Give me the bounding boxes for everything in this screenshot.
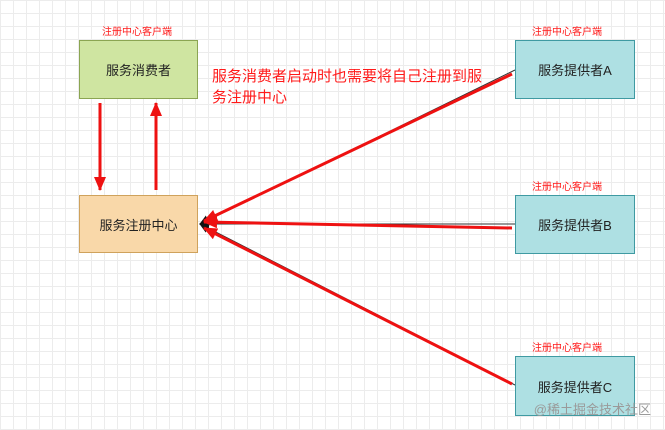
service-consumer-label: 服务消费者 bbox=[105, 63, 171, 78]
provider-c-label: 服务提供者C bbox=[537, 379, 613, 395]
provider-a-node[interactable]: 服务提供者A bbox=[515, 40, 635, 99]
provider-a-client-label: 注册中心客户端 bbox=[532, 27, 602, 38]
arrow-provider-c-to-registry bbox=[203, 226, 513, 386]
consumer-client-label: 注册中心客户端 bbox=[102, 27, 172, 38]
provider-b-label: 服务提供者B bbox=[538, 218, 612, 233]
service-registry-node[interactable]: 服务注册中心 bbox=[79, 195, 198, 253]
provider-a-label: 服务提供者A bbox=[538, 63, 612, 78]
watermark: @稀土掘金技术社区 bbox=[533, 402, 651, 417]
provider-c-client-label: 注册中心客户端 bbox=[532, 343, 602, 354]
arrow-provider-a-to-registry bbox=[203, 72, 513, 223]
provider-c-node[interactable]: 服务提供者C bbox=[515, 356, 635, 416]
provider-b-client-label: 注册中心客户端 bbox=[532, 182, 602, 193]
annotation-text: 服务消费者启动时也需要将自己注册到服务注册中心 bbox=[212, 68, 483, 106]
arrow-provider-b-to-registry bbox=[203, 216, 513, 230]
service-consumer-node[interactable]: 服务消费者 bbox=[79, 40, 198, 99]
service-registry-label: 服务注册中心 bbox=[99, 217, 178, 233]
provider-b-node[interactable]: 服务提供者B bbox=[515, 195, 635, 254]
